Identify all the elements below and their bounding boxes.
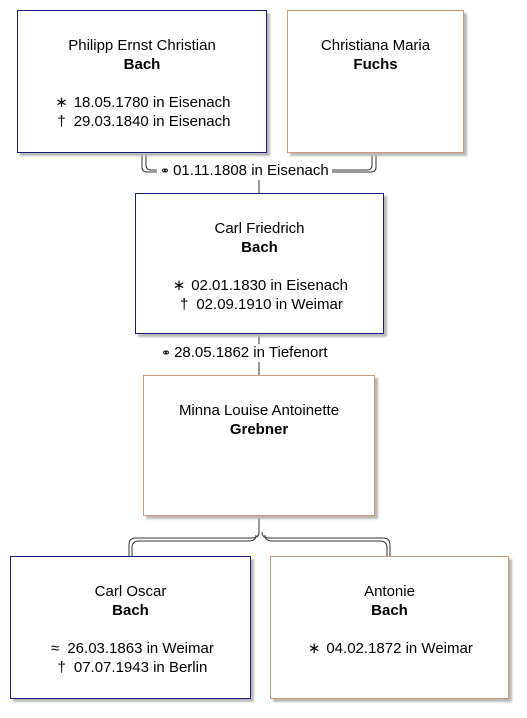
person-first-name: Christiana Maria (320, 37, 431, 54)
death-event: † 29.03.1840 in Eisenach (18, 112, 266, 131)
person-box-antonie[interactable]: Antonie Bach ∗ 04.02.1872 in Weimar (270, 556, 509, 699)
baptism-icon: ≈ (51, 640, 60, 657)
death-text: 29.03.1840 in Eisenach (73, 113, 231, 130)
birth-event: ∗ 18.05.1780 in Eisenach (18, 93, 266, 112)
person-surname: Bach (371, 602, 408, 619)
birth-icon: ∗ (307, 640, 321, 657)
baptism-event: ≈ 26.03.1863 in Weimar (11, 639, 250, 658)
person-box-minna[interactable]: Minna Louise Antoinette Grebner (143, 375, 375, 516)
death-text: 02.09.1910 in Weimar (196, 296, 343, 313)
birth-icon: ∗ (55, 94, 68, 111)
person-first-name: Minna Louise Antoinette (178, 402, 340, 419)
death-icon: † (180, 296, 189, 313)
death-icon: † (57, 113, 66, 130)
marriage-rings-icon: ⚭ (161, 346, 171, 360)
person-surname: Bach (241, 239, 278, 256)
person-surname: Fuchs (353, 56, 398, 73)
person-surname: Bach (112, 602, 149, 619)
death-icon: † (57, 659, 66, 676)
marriage-label-1: ⚭01.11.1808 in Eisenach (157, 162, 332, 180)
marriage-text: 01.11.1808 in Eisenach (173, 162, 329, 179)
birth-text: 18.05.1780 in Eisenach (73, 94, 231, 111)
baptism-text: 26.03.1863 in Weimar (67, 640, 214, 657)
person-first-name: Philipp Ernst Christian (68, 37, 216, 54)
birth-text: 04.02.1872 in Weimar (326, 640, 473, 657)
marriage-text: 28.05.1862 in Tiefenort (174, 344, 328, 361)
birth-icon: ∗ (172, 277, 186, 294)
person-surname: Bach (123, 56, 161, 73)
marriage-rings-icon: ⚭ (160, 164, 170, 178)
person-box-carl-friedrich[interactable]: Carl Friedrich Bach ∗ 02.01.1830 in Eise… (135, 193, 384, 334)
death-text: 07.07.1943 in Berlin (73, 659, 208, 676)
person-box-philipp[interactable]: Philipp Ernst Christian Bach ∗ 18.05.178… (17, 10, 267, 153)
death-event: † 07.07.1943 in Berlin (11, 658, 250, 677)
person-box-carl-oscar[interactable]: Carl Oscar Bach ≈ 26.03.1863 in Weimar †… (10, 556, 251, 699)
person-first-name: Carl Friedrich (214, 220, 305, 237)
birth-event: ∗ 02.01.1830 in Eisenach (136, 276, 383, 295)
person-surname: Grebner (229, 421, 289, 438)
person-first-name: Antonie (364, 583, 415, 600)
birth-text: 02.01.1830 in Eisenach (191, 277, 348, 294)
person-first-name: Carl Oscar (94, 583, 167, 600)
birth-event: ∗ 04.02.1872 in Weimar (271, 639, 508, 658)
marriage-label-2: ⚭28.05.1862 in Tiefenort (158, 344, 331, 362)
death-event: † 02.09.1910 in Weimar (136, 295, 383, 314)
person-box-christiana[interactable]: Christiana Maria Fuchs (287, 10, 464, 153)
